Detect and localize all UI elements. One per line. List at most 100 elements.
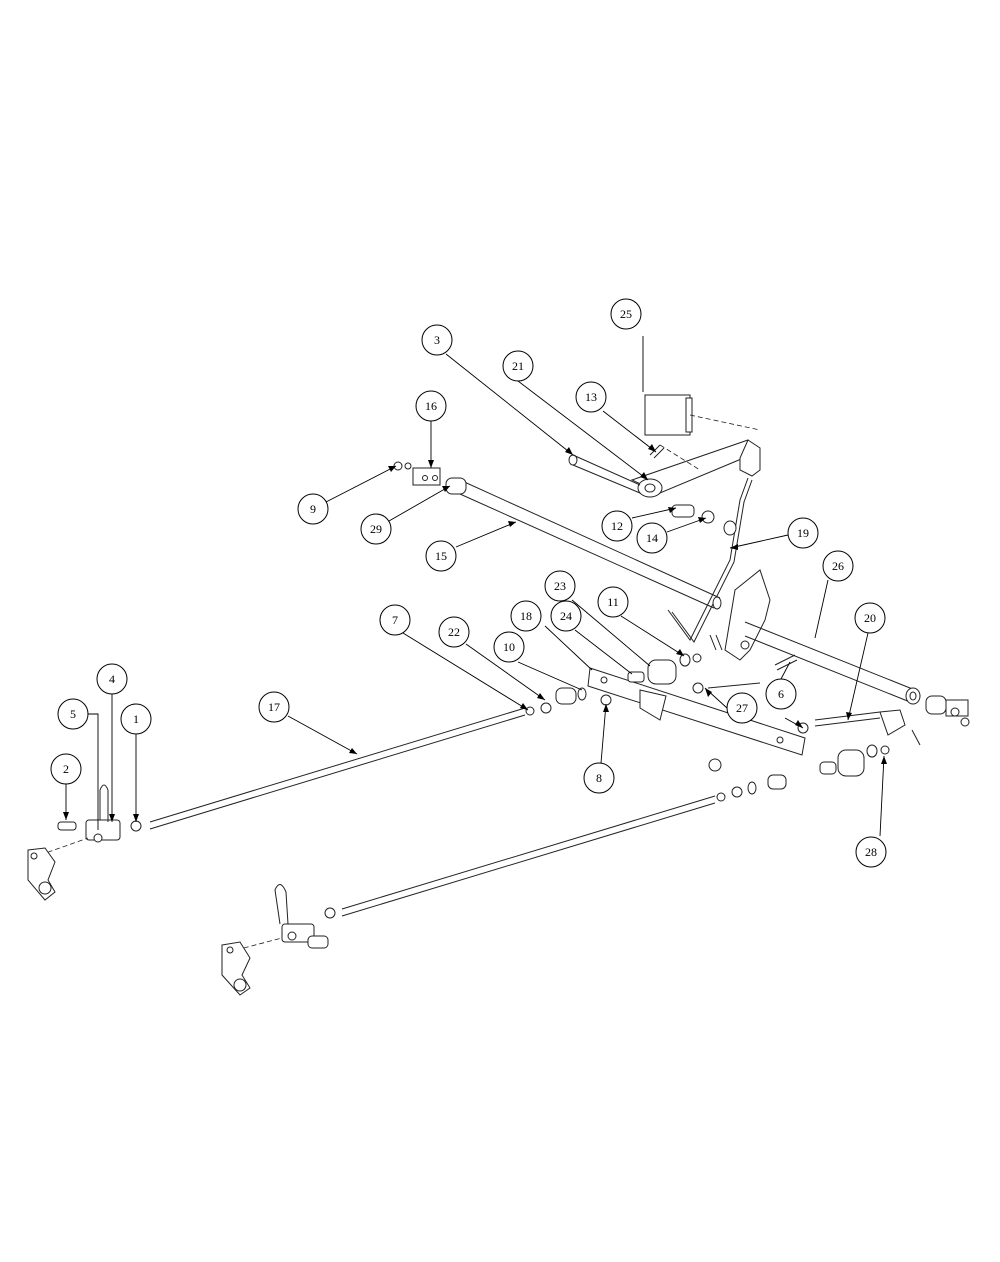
nut-right-a — [950, 707, 960, 717]
svg-text:9: 9 — [310, 502, 316, 516]
cross-shaft — [459, 479, 722, 610]
bushing-12 — [671, 504, 695, 518]
svg-text:5: 5 — [70, 707, 76, 721]
callout-18: 18 — [510, 600, 542, 632]
pivot-pin — [568, 454, 641, 494]
callout-27: 27 — [726, 692, 758, 724]
callout-15: 15 — [425, 540, 457, 572]
bushing-right — [925, 695, 947, 715]
svg-text:10: 10 — [503, 640, 515, 654]
nut-lower-b — [716, 792, 726, 802]
bracket-16 — [412, 467, 441, 486]
leader-lines — [65, 336, 885, 837]
svg-text:3: 3 — [434, 333, 440, 347]
pedal-pad-hidden-line — [659, 414, 761, 471]
callout-1: 1 — [120, 703, 152, 735]
svg-text:16: 16 — [425, 399, 437, 413]
clevis-left — [709, 634, 723, 651]
pin-24 — [627, 671, 645, 683]
nut-lower-c — [708, 758, 722, 772]
parts-layer — [27, 394, 970, 996]
nut-lower-a — [731, 786, 743, 798]
callout-23: 23 — [544, 570, 576, 602]
svg-text:23: 23 — [554, 579, 566, 593]
svg-text:20: 20 — [864, 611, 876, 625]
bushing-right-small — [819, 761, 837, 775]
callout-29: 29 — [360, 513, 392, 545]
pedal-pad — [644, 394, 693, 436]
callout-14: 14 — [636, 522, 668, 554]
nut-14 — [701, 510, 715, 524]
callout-28: 28 — [855, 836, 887, 868]
nut-27 — [692, 682, 704, 694]
callout-7: 7 — [379, 604, 411, 636]
clevis-assembly-lower — [221, 884, 336, 996]
nut-28 — [880, 745, 890, 755]
svg-text:21: 21 — [512, 359, 524, 373]
callout-8: 8 — [583, 762, 615, 794]
callout-10: 10 — [493, 631, 525, 663]
callout-11: 11 — [597, 586, 629, 618]
washer-28 — [866, 744, 878, 758]
callout-19: 19 — [787, 517, 819, 549]
bushing-lower — [767, 774, 787, 790]
svg-text:17: 17 — [268, 700, 280, 714]
callout-20: 20 — [854, 602, 886, 634]
bushing-23 — [647, 659, 677, 685]
rod-20 — [814, 709, 921, 746]
callout-9: 9 — [297, 493, 329, 525]
svg-text:14: 14 — [646, 531, 658, 545]
svg-text:6: 6 — [778, 687, 784, 701]
svg-text:24: 24 — [560, 609, 572, 623]
callout-22: 22 — [438, 616, 470, 648]
callout-25: 25 — [610, 298, 642, 330]
nut-right-b — [960, 717, 970, 727]
callout-5: 5 — [57, 698, 89, 730]
svg-text:1: 1 — [133, 712, 139, 726]
bushing-28 — [837, 749, 865, 777]
svg-text:13: 13 — [585, 390, 597, 404]
svg-text:18: 18 — [520, 609, 532, 623]
cotter-pin-6 — [774, 654, 798, 671]
svg-text:4: 4 — [109, 672, 115, 686]
callout-24: 24 — [550, 600, 582, 632]
svg-text:15: 15 — [435, 549, 447, 563]
svg-text:12: 12 — [611, 519, 623, 533]
long-rod-upper — [149, 707, 526, 830]
svg-text:2: 2 — [63, 762, 69, 776]
callout-16: 16 — [415, 390, 447, 422]
svg-text:27: 27 — [736, 701, 748, 715]
washer-lower — [747, 781, 757, 795]
callout-21: 21 — [502, 350, 534, 382]
clevis-assembly-upper — [27, 784, 142, 901]
lift-arm-plate — [724, 569, 771, 661]
nut-11 — [692, 653, 702, 663]
pin-27 — [707, 682, 761, 689]
callout-13: 13 — [575, 381, 607, 413]
callout-26: 26 — [822, 550, 854, 582]
callouts: 1 2 3 4 5 6 7 8 9 10 11 12 13 14 15 16 1… — [50, 298, 887, 868]
svg-text:26: 26 — [832, 559, 844, 573]
bushing-10 — [555, 687, 577, 705]
nut-8 — [600, 694, 612, 706]
callout-6: 6 — [765, 678, 797, 710]
washer-10 — [577, 687, 587, 701]
svg-text:25: 25 — [620, 307, 632, 321]
callout-3: 3 — [421, 324, 453, 356]
svg-text:8: 8 — [596, 771, 602, 785]
long-shaft — [744, 621, 921, 705]
callout-4: 4 — [96, 663, 128, 695]
callout-12: 12 — [601, 510, 633, 542]
bolt-9b — [404, 462, 412, 470]
svg-text:19: 19 — [797, 526, 809, 540]
nut-22 — [540, 702, 552, 714]
nut-19-top — [723, 520, 737, 536]
leader-arrowheads — [63, 444, 887, 822]
svg-text:7: 7 — [392, 613, 398, 627]
callout-17: 17 — [258, 691, 290, 723]
washer-11 — [679, 653, 691, 667]
nut-7 — [525, 706, 535, 716]
svg-text:28: 28 — [865, 845, 877, 859]
svg-text:22: 22 — [448, 625, 460, 639]
svg-text:11: 11 — [607, 595, 619, 609]
